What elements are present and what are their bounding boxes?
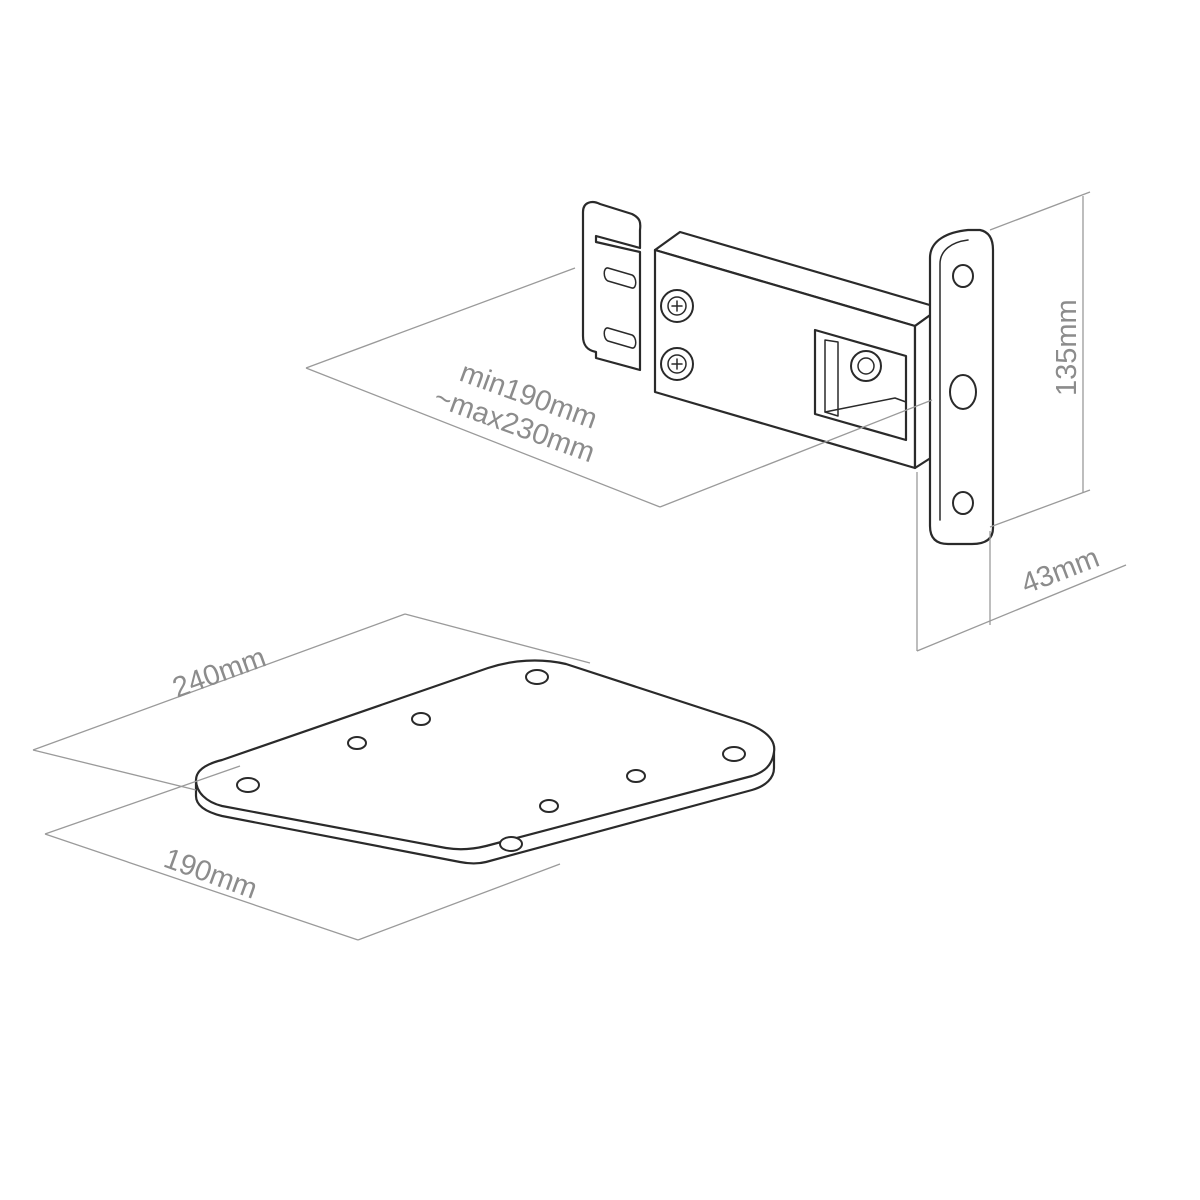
rear-clamp xyxy=(581,201,642,372)
plate-depth-label: 190mm xyxy=(160,843,262,906)
mount-hole xyxy=(525,669,549,685)
plate-width-label: 240mm xyxy=(168,641,270,704)
mount-hole xyxy=(952,264,974,288)
dimension-lines xyxy=(32,191,1127,941)
screw-icon xyxy=(660,347,694,381)
arm-window-inner xyxy=(824,339,839,417)
mount-hole xyxy=(499,836,523,852)
mount-hole xyxy=(236,777,260,793)
bracket-height-label: 135mm xyxy=(1051,299,1083,396)
arm-window-floor xyxy=(824,397,907,413)
shelf-plate xyxy=(194,659,776,865)
mount-hole xyxy=(347,736,367,750)
screw-icon xyxy=(850,350,882,382)
screw-icon xyxy=(660,289,694,323)
mount-hole xyxy=(411,712,431,726)
wall-plate-edge xyxy=(939,239,969,521)
wall-bracket xyxy=(581,201,995,546)
clamp-slot-lower xyxy=(603,327,637,349)
plate-top xyxy=(194,659,776,851)
plate-edge xyxy=(194,750,776,865)
mount-hole xyxy=(722,746,746,762)
mount-hole xyxy=(539,799,559,813)
mount-hole xyxy=(949,374,977,410)
mount-hole xyxy=(952,491,974,515)
mount-hole xyxy=(626,769,646,783)
clamp-slot-upper xyxy=(603,267,637,289)
